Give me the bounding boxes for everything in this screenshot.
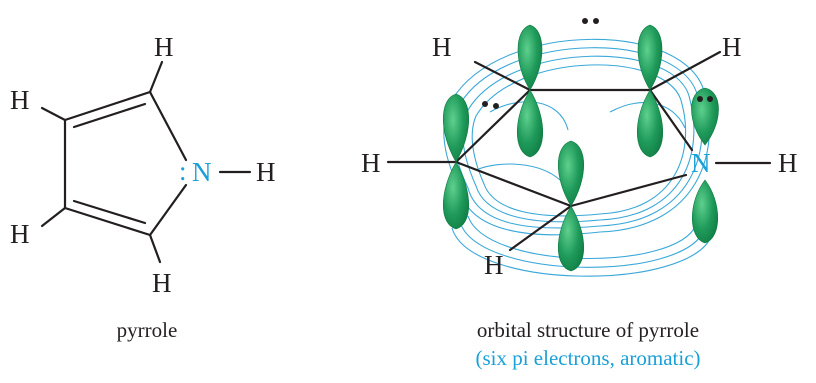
nitrogen-label: N [192,157,212,187]
orbital-h-top-right-label: H [722,32,742,62]
sigma-bonds [386,50,772,252]
orbital-nitrogen-label: N [691,148,711,178]
orbital-h-right-label: H [778,148,798,178]
h-top-label: H [154,32,174,62]
p-orbital-c3-bottom-lobe [636,89,664,158]
orbital-caption: orbital structure of pyrrole [477,318,699,342]
p-orbital-c2-bottom-lobe [516,89,544,158]
p-orbital-c4-top-lobe [442,93,470,163]
orbital-h-top-left-label: H [432,32,452,62]
h-left-lower-label: H [10,219,30,249]
electron-dot [493,103,499,109]
p-orbital-c5-bottom-lobe [557,205,585,272]
orbital-h-bottom-label: H [484,250,504,280]
p-orbital-n-bottom-lobe [691,179,719,244]
electron-dot [593,18,599,24]
orbital-h-left-label: H [361,148,381,178]
skeletal-bonds [40,60,252,264]
electron-dot [482,101,488,107]
pyrrole-caption: pyrrole [117,318,178,342]
electron-dots [482,18,713,109]
electron-dot [707,96,713,102]
p-orbital-c4-bottom-lobe [442,161,470,230]
h-left-upper-label: H [10,85,30,115]
h-right-label: H [256,157,276,187]
electron-dot [582,18,588,24]
orbital-structure: H H H N H H orbital structure of pyrrole… [361,18,798,370]
pyrrole-skeletal-structure: H H H H : N H pyrrole [10,32,276,342]
p-orbital-n-top-lobe [691,87,719,146]
p-orbitals [442,24,719,272]
h-bottom-label: H [152,268,172,298]
p-orbital-c2-top-lobe [517,24,543,91]
p-orbital-c5-top-lobe [557,140,585,207]
orbital-subcaption: (six pi electrons, aromatic) [475,346,700,370]
electron-dot [697,96,703,102]
p-orbital-c3-top-lobe [637,24,663,91]
lone-pair-label: : [179,156,187,186]
